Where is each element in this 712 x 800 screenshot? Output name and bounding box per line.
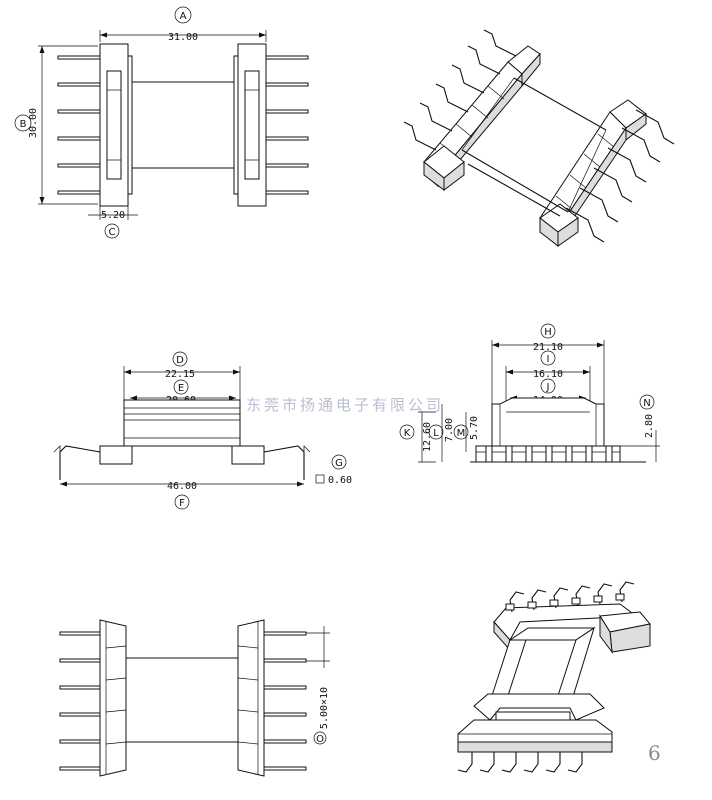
dim-m: 5.70: [469, 416, 480, 440]
label-k: K: [404, 428, 411, 439]
label-g: G: [335, 458, 343, 469]
label-c: C: [109, 227, 116, 238]
dim-o: 5.00×10: [319, 687, 330, 729]
isometric-view-bottom: [457, 581, 651, 773]
bottom-view: 5.00×10 O: [59, 619, 330, 777]
label-f: F: [179, 498, 185, 509]
label-h: H: [544, 327, 552, 338]
label-d: D: [176, 355, 184, 366]
label-a: A: [180, 11, 187, 22]
page-number: 6: [648, 741, 661, 765]
dim-f: 46.00: [167, 481, 197, 492]
dim-l: 7.00: [444, 418, 455, 442]
label-o: O: [316, 734, 324, 745]
dim-d: 22.15: [165, 369, 195, 380]
label-j: J: [546, 382, 550, 393]
top-view: A 31.00 B 30.00: [14, 6, 309, 239]
dim-n: 2.80: [644, 414, 655, 438]
side-view: D 22.15 E 20.60 46.00 F 0.60 G: [53, 351, 352, 510]
dim-k: 12.60: [422, 422, 433, 452]
label-m: M: [457, 428, 466, 439]
label-b: B: [20, 119, 27, 130]
dim-a: 31.00: [168, 32, 198, 43]
label-l: L: [433, 428, 439, 439]
watermark: 东莞市扬通电子有限公司: [246, 396, 444, 414]
dim-b: 30.00: [28, 108, 39, 138]
dim-c: 5.20: [101, 210, 125, 221]
dim-h: 21.10: [533, 342, 563, 353]
dim-g: 0.60: [328, 475, 352, 486]
label-e: E: [178, 383, 184, 394]
label-n: N: [643, 398, 650, 409]
label-i: I: [547, 354, 550, 365]
dim-i: 16.10: [533, 369, 563, 380]
end-view: H 21.10 I 16.10 J 14.90: [399, 323, 660, 463]
isometric-view-top: [403, 29, 675, 248]
